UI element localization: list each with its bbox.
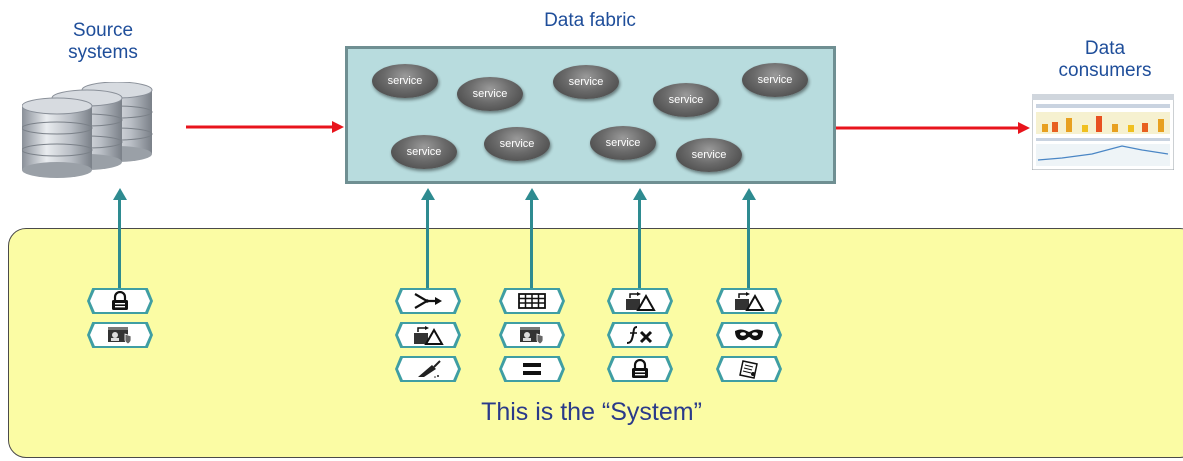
- equals-icon: [499, 356, 565, 382]
- service-node: service: [484, 127, 550, 161]
- connector-arrowhead: [633, 188, 647, 200]
- service-node: service: [676, 138, 742, 172]
- system-panel: [8, 228, 1183, 458]
- mask-icon: [716, 322, 782, 348]
- connector-line: [747, 198, 750, 288]
- data-fabric-heading: Data fabric: [544, 10, 636, 31]
- source-to-fabric-arrow: [186, 121, 344, 133]
- service-node: service: [457, 77, 523, 111]
- connector-line: [530, 198, 533, 288]
- table-grid-icon: [499, 288, 565, 314]
- id-card-shield-icon: [87, 322, 153, 348]
- transform-shapes-icon: [716, 288, 782, 314]
- service-node: service: [372, 64, 438, 98]
- pipeline-merge-icon: [395, 288, 461, 314]
- cleanse-brush-icon: [395, 356, 461, 382]
- transform-shapes-icon: [395, 322, 461, 348]
- service-node: service: [742, 63, 808, 97]
- fabric-to-consumers-arrow: [836, 122, 1030, 134]
- connector-line: [118, 198, 121, 288]
- id-card-shield-icon: [499, 322, 565, 348]
- source-systems-heading: Source systems: [68, 20, 138, 63]
- database-icon: [22, 82, 153, 178]
- dashboard-thumbnail-icon: [1032, 94, 1174, 170]
- connector-line: [426, 198, 429, 288]
- connector-arrowhead: [421, 188, 435, 200]
- service-node: service: [590, 126, 656, 160]
- service-node: service: [391, 135, 457, 169]
- service-node: service: [653, 83, 719, 117]
- lock-icon: [87, 288, 153, 314]
- document-cert-icon: [716, 356, 782, 382]
- connector-arrowhead: [742, 188, 756, 200]
- transform-shapes-icon: [607, 288, 673, 314]
- connector-arrowhead: [525, 188, 539, 200]
- service-node: service: [553, 65, 619, 99]
- connector-arrowhead: [113, 188, 127, 200]
- system-label: This is the “System”: [481, 398, 702, 426]
- data-consumers-heading: Data consumers: [1058, 38, 1152, 81]
- lock-icon: [607, 356, 673, 382]
- function-fx-icon: [607, 322, 673, 348]
- connector-line: [638, 198, 641, 288]
- data-fabric-box: service service service service service …: [345, 46, 836, 184]
